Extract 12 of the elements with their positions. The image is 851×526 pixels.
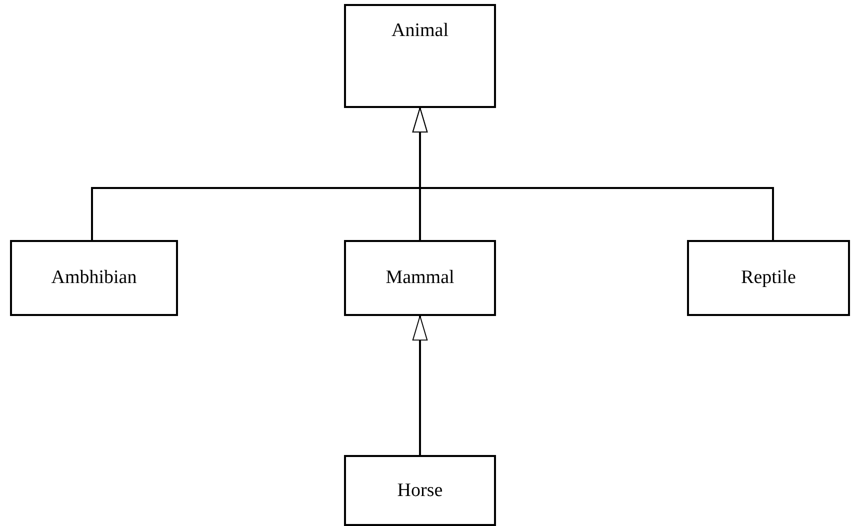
class-name: Reptile <box>741 267 796 289</box>
class-name: Ambhibian <box>51 267 137 289</box>
class-name: Mammal <box>386 267 454 289</box>
generalization-arrow <box>412 108 774 240</box>
class-box <box>344 455 496 526</box>
class-name: Animal <box>392 20 448 42</box>
class-box <box>344 240 496 316</box>
generalization-arrow <box>412 316 428 455</box>
class-name: Horse <box>397 480 443 502</box>
class-box <box>687 240 850 316</box>
class-box <box>344 4 496 108</box>
class-box <box>10 240 178 316</box>
